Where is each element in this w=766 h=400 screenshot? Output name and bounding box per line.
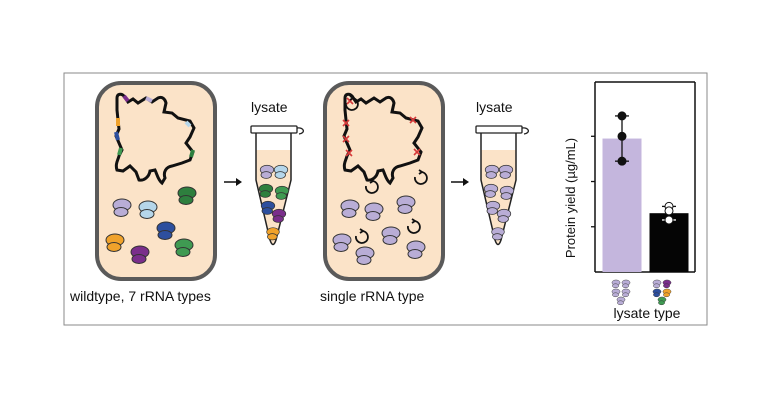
ribosome	[396, 195, 416, 214]
plasmid-icon	[345, 95, 359, 111]
single-rrna-cell-body	[323, 81, 445, 281]
category-icon-wildtype	[652, 279, 672, 306]
ribosome	[485, 200, 501, 215]
ribosome	[355, 246, 375, 265]
ribosome	[364, 202, 384, 221]
plasmid-icon	[365, 178, 379, 194]
ribosome	[611, 279, 621, 289]
data-point	[617, 156, 627, 166]
wildtype-rrna-marks	[114, 94, 195, 158]
tube-ribosomes-left	[258, 164, 290, 241]
ribosome	[260, 200, 276, 215]
ribosome	[332, 233, 352, 252]
ribosome	[130, 245, 150, 264]
single-rrna-chromosome	[342, 92, 424, 186]
data-point	[664, 215, 674, 225]
ribosome	[616, 296, 626, 306]
ribosome	[112, 198, 132, 217]
ribosome	[662, 279, 672, 289]
ribosome	[652, 279, 662, 289]
ribosome	[611, 288, 621, 298]
ribosome	[657, 296, 667, 306]
wildtype-cell	[95, 81, 217, 281]
arrow-right-icon	[224, 178, 242, 186]
wildtype-caption: wildtype, 7 rRNA types	[69, 288, 211, 304]
data-point	[617, 111, 627, 121]
ribosome	[271, 208, 287, 223]
lysate-tube-middle	[475, 125, 529, 246]
plasmid-icon	[355, 228, 369, 244]
ribosome	[138, 200, 158, 219]
ribosome	[496, 208, 512, 223]
ribosome	[273, 164, 289, 179]
ribosome	[484, 164, 500, 179]
ribosome	[266, 227, 280, 241]
ribosome	[156, 221, 176, 240]
ribosome	[483, 183, 499, 198]
protein-yield-chart: Protein yield (µg/mL) lysate type	[563, 81, 696, 321]
tube-outline	[480, 133, 517, 246]
ribosome	[406, 240, 426, 259]
ribosome	[105, 233, 125, 252]
ribosome	[340, 199, 360, 218]
ribosome	[174, 238, 194, 257]
wildtype-chromosome	[114, 92, 196, 186]
plasmid-icon	[414, 169, 428, 185]
category-icon-single-rrna	[611, 279, 631, 306]
ribosome	[274, 185, 290, 200]
data-point	[617, 131, 627, 141]
ribosome	[491, 227, 505, 241]
chart-plot-area	[591, 81, 696, 273]
wildtype-cell-body	[95, 81, 217, 281]
lysate-label-left: lysate	[251, 99, 288, 115]
tube-cap	[475, 125, 523, 134]
ribosome	[621, 279, 631, 289]
single-rrna-ribosomes	[332, 195, 426, 265]
plasmid-icon	[407, 218, 421, 234]
ribosome	[621, 288, 631, 298]
tube-ribosomes-middle	[483, 164, 515, 241]
ribosome	[258, 183, 274, 198]
chart-ylabel: Protein yield (µg/mL)	[563, 138, 578, 258]
single-rrna-cell	[323, 81, 445, 281]
tube-cap	[250, 125, 298, 134]
ribosome	[652, 288, 662, 298]
wildtype-ribosomes	[105, 186, 197, 264]
ribosome	[498, 164, 514, 179]
ribosome	[381, 226, 401, 245]
plasmids	[345, 95, 428, 244]
lysate-tube-left	[250, 125, 304, 246]
tube-hinge	[296, 127, 304, 135]
ribosome	[259, 164, 275, 179]
data-point	[664, 206, 674, 216]
chart-xlabel: lysate type	[614, 305, 681, 321]
tube-outline	[255, 133, 292, 246]
lysate-label-middle: lysate	[476, 99, 513, 115]
ribosome	[662, 288, 672, 298]
tube-hinge	[521, 127, 529, 135]
single-rrna-caption: single rRNA type	[320, 288, 424, 304]
arrow-right-icon	[451, 178, 469, 186]
ribosome	[499, 185, 515, 200]
ribosome	[177, 186, 197, 205]
